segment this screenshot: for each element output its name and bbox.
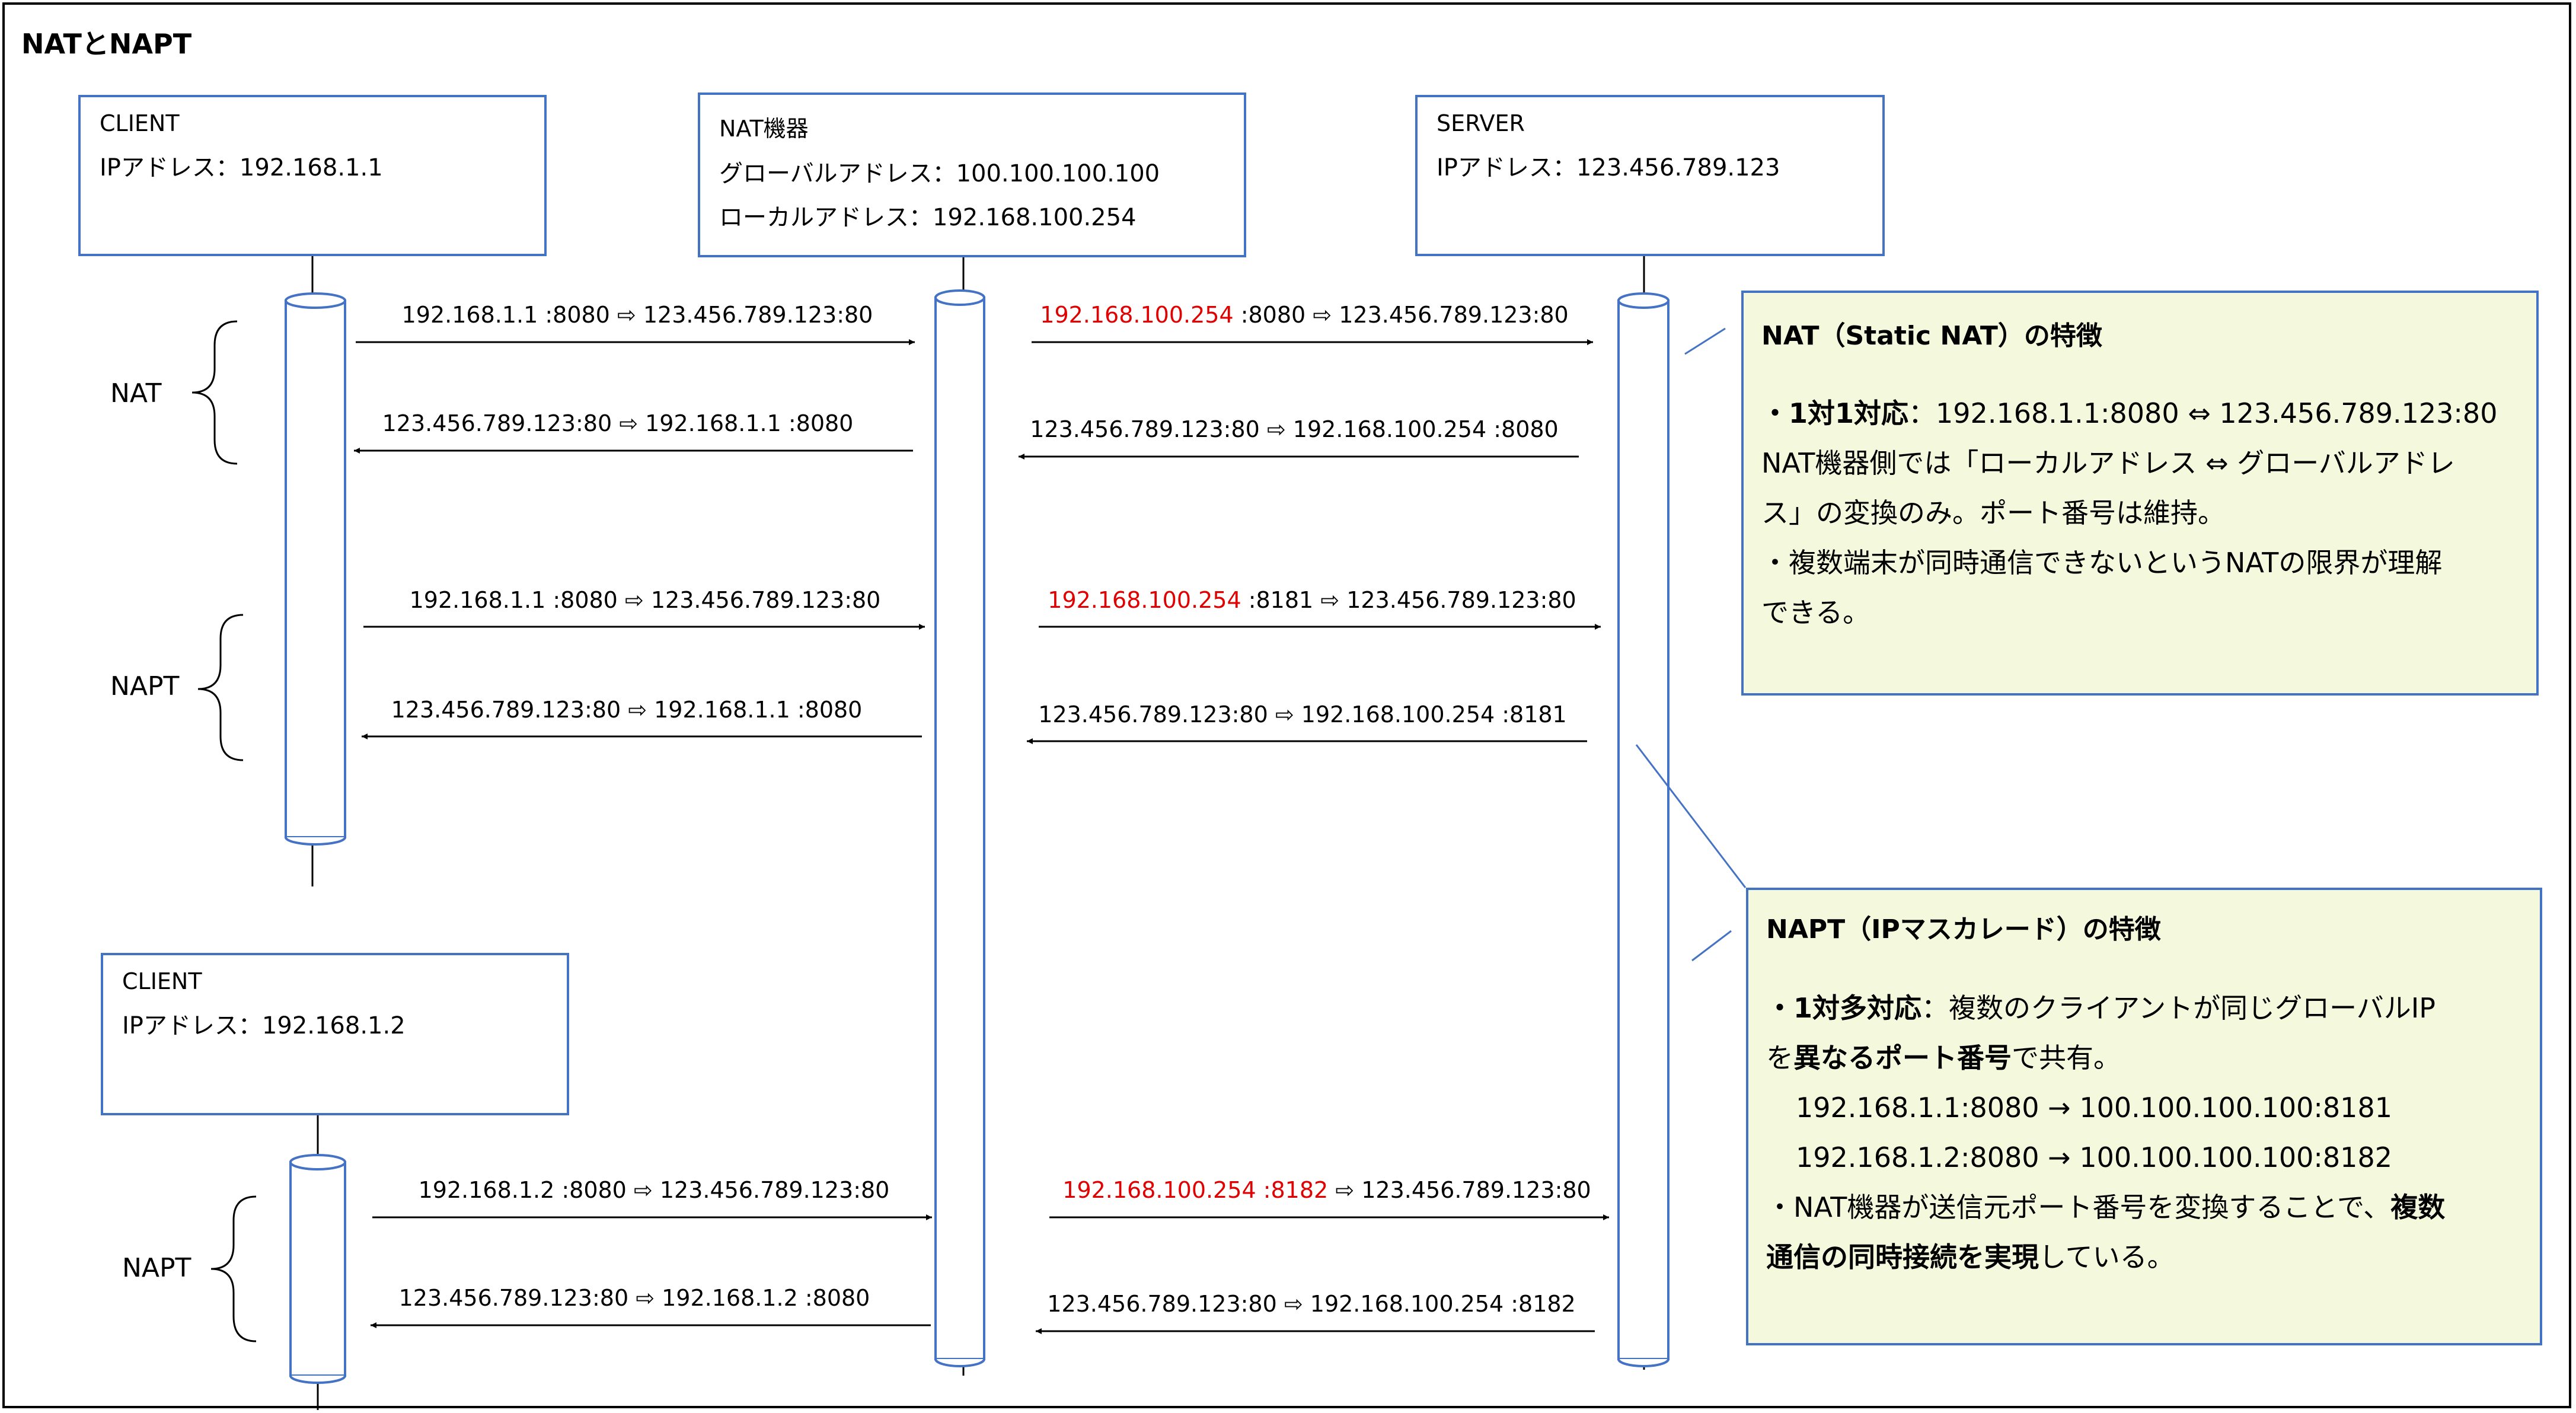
msg-label-2: 123.456.789.123:80 ⇨ 192.168.1.1 :8080 (382, 410, 854, 436)
msg-label-7-rest: :8181 ⇨ 123.456.789.123:80 (1241, 587, 1576, 613)
nat-device-global: グローバルアドレス：100.100.100.100 (719, 160, 1160, 187)
napt-note-line-6: 通信の同時接続を実現している。 (1766, 1243, 2175, 1271)
napt1-group-brace (197, 614, 244, 761)
napt-note-line-2-b: で共有。 (2012, 1042, 2121, 1074)
nat-device-name: NAT機器 (719, 116, 809, 142)
napt-note-line-5-bold: 複数 (2390, 1191, 2446, 1223)
client1-activation (285, 292, 346, 846)
napt-note-line-3: 192.168.1.1:8080 → 100.100.100.100:8181 (1796, 1092, 2392, 1124)
server-name: SERVER (1437, 110, 1525, 136)
msg-label-9: 192.168.1.2 :8080 ⇨ 123.456.789.123:80 (419, 1177, 890, 1203)
napt-note-line-6-bold: 通信の同時接続を実現 (1766, 1241, 2039, 1273)
nat-note-connector (1684, 327, 1726, 355)
nat-note-line-5: できる。 (1761, 597, 1870, 629)
nat-note-line-1: ・1対1対応：192.168.1.1:8080 ⇔ 123.456.789.12… (1761, 400, 2497, 427)
client2-activation (289, 1154, 346, 1384)
nat-device-local: ローカルアドレス：192.168.100.254 (719, 204, 1137, 231)
napt-features-note: NAPT（IPマスカレード）の特徴 ・1対多対応：複数のクライアントが同じグロー… (1746, 888, 2542, 1345)
nat-group-brace (191, 320, 238, 465)
server-activation (1617, 292, 1670, 1367)
napt-note-title: NAPT（IPマスカレード）の特徴 (1766, 914, 2161, 945)
napt1-group-label: NAPT (110, 671, 180, 701)
client1-ip: IPアドレス：192.168.1.1 (100, 154, 383, 181)
msg-label-11: 192.168.100.254 :8182 ⇨ 123.456.789.123:… (1062, 1177, 1591, 1203)
msg-label-3-rest: :8080 ⇨ 123.456.789.123:80 (1234, 302, 1569, 328)
napt-note-connector (1691, 930, 1732, 962)
napt-note-line-2: を異なるポート番号で共有。 (1766, 1044, 2121, 1071)
msg-label-10: 123.456.789.123:80 ⇨ 192.168.1.2 :8080 (399, 1285, 870, 1311)
nat-group-label: NAT (110, 378, 162, 409)
nat-note-line-3: ス」の変換のみ。ポート番号は維持。 (1761, 497, 2225, 529)
napt2-group-label: NAPT (122, 1253, 191, 1283)
server-box: SERVER IPアドレス：123.456.789.123 (1415, 95, 1885, 256)
client1-name: CLIENT (100, 110, 180, 136)
napt-note-connector-2 (1635, 744, 1747, 888)
client2-ip: IPアドレス：192.168.1.2 (122, 1012, 406, 1039)
napt-note-line-2-a: を (1766, 1042, 1793, 1074)
napt-note-line-6-b: している。 (2039, 1241, 2175, 1273)
napt-note-line-1-bold: ・1対多対応 (1766, 992, 1922, 1024)
msg-label-1: 192.168.1.1 :8080 ⇨ 123.456.789.123:80 (402, 302, 873, 328)
msg-label-3: 192.168.100.254 :8080 ⇨ 123.456.789.123:… (1040, 302, 1568, 328)
msg-label-11-rest: ⇨ 123.456.789.123:80 (1328, 1177, 1591, 1203)
nat-device-box: NAT機器 グローバルアドレス：100.100.100.100 ローカルアドレス… (698, 93, 1246, 257)
client2-name: CLIENT (122, 968, 202, 994)
nat-note-line-2: NAT機器側では「ローカルアドレス ⇔ グローバルアドレ (1761, 447, 2455, 479)
msg-label-7-red: 192.168.100.254 (1048, 587, 1241, 613)
napt2-group-brace (210, 1195, 257, 1342)
msg-label-5: 192.168.1.1 :8080 ⇨ 123.456.789.123:80 (410, 587, 881, 613)
napt-note-line-1-rest: ：複数のクライアントが同じグローバルIP (1921, 992, 2436, 1024)
client2-box: CLIENT IPアドレス：192.168.1.2 (101, 953, 569, 1115)
msg-label-12: 123.456.789.123:80 ⇨ 192.168.100.254 :81… (1047, 1291, 1575, 1317)
nat-note-title: NAT（Static NAT）の特徴 (1761, 321, 2102, 351)
diagram-title: NATとNAPT (21, 28, 192, 60)
msg-label-11-red: 192.168.100.254 :8182 (1062, 1177, 1328, 1203)
msg-label-8: 123.456.789.123:80 ⇨ 192.168.100.254 :81… (1038, 701, 1566, 728)
nat-note-line-4: ・複数端末が同時通信できないというNATの限界が理解 (1761, 547, 2443, 579)
client1-box: CLIENT IPアドレス：192.168.1.1 (78, 95, 547, 256)
msg-label-3-red: 192.168.100.254 (1040, 302, 1233, 328)
napt-note-line-5-a: ・NAT機器が送信元ポート番号を変換することで、 (1766, 1191, 2391, 1223)
nat-features-note: NAT（Static NAT）の特徴 ・1対1対応：192.168.1.1:80… (1741, 291, 2539, 696)
napt-note-line-5: ・NAT機器が送信元ポート番号を変換することで、複数 (1766, 1194, 2445, 1221)
msg-label-6: 123.456.789.123:80 ⇨ 192.168.1.1 :8080 (391, 697, 863, 723)
nat-note-line-1-rest: ：192.168.1.1:8080 ⇔ 123.456.789.123:80 (1908, 397, 2498, 429)
msg-label-4: 123.456.789.123:80 ⇨ 192.168.100.254 :80… (1030, 416, 1558, 442)
nat-activation (934, 289, 985, 1367)
napt-note-line-4: 192.168.1.2:8080 → 100.100.100.100:8182 (1796, 1141, 2392, 1173)
msg-label-7: 192.168.100.254 :8181 ⇨ 123.456.789.123:… (1048, 587, 1576, 613)
server-ip: IPアドレス：123.456.789.123 (1437, 154, 1780, 181)
nat-note-line-1-bold: ・1対1対応 (1761, 397, 1909, 429)
napt-note-line-2-bold: 異なるポート番号 (1793, 1042, 2012, 1074)
napt-note-line-1: ・1対多対応：複数のクライアントが同じグローバルIP (1766, 994, 2435, 1022)
